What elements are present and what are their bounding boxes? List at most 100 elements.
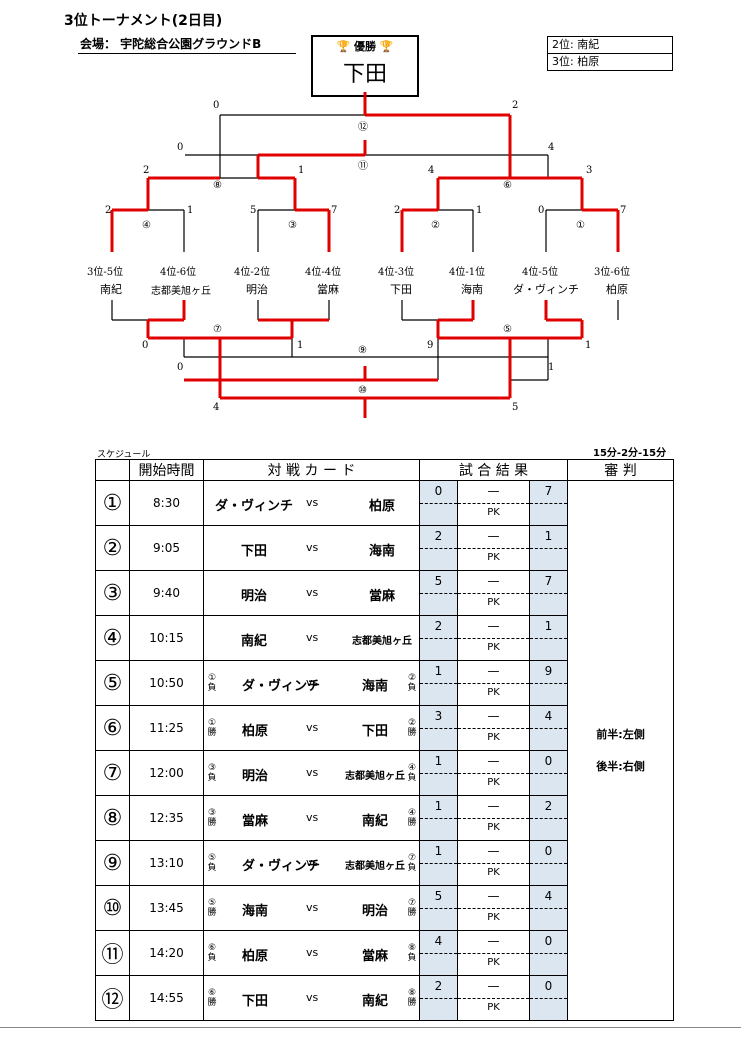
away-qualifier: ④負 [407,763,417,783]
away-team: 志都美旭ヶ丘 [345,771,405,782]
home-score: 2 [420,976,457,999]
vs-label: vs [306,721,319,734]
home-score-cell: 5 [419,885,458,931]
away-score-cell: 1 [529,525,568,571]
away-qualifier: ⑧勝 [407,988,417,1008]
home-team: ダ・ヴィンチ [214,499,293,514]
match-number: ② [95,525,130,571]
home-score-cell: 1 [419,750,458,796]
vs-label: vs [306,946,319,959]
score-m11-right: 4 [548,142,555,153]
away-score-cell: 0 [529,750,568,796]
away-qualifier: ⑦勝 [407,898,417,918]
pk-label: PK [487,552,500,563]
bracket-labels: 0 2 ⑫ 0 4 ⑪ 2 1 ⑧ 4 3 ⑥ 2 1 ④ 5 7 ③ 2 1 … [0,0,741,430]
home-qualifier: ⑤勝 [207,898,217,918]
match-mark-2: ② [431,220,440,231]
match-mark-11: ⑪ [358,161,368,172]
score-dash: — [458,661,529,684]
score-m12-left: 0 [213,100,220,111]
away-qualifier: ⑧負 [407,943,417,963]
away-score-cell: 9 [529,660,568,706]
header-result: 試 合 結 果 [419,459,568,481]
match-time: 14:20 [129,930,204,976]
team-5: 下田 [390,283,412,296]
score-separator-cell: —PK [457,795,530,841]
away-team: 海南 [368,544,395,559]
schedule-label: スケジュール [97,450,151,460]
home-team: 明治 [242,769,269,784]
score-m3-left: 5 [250,205,257,216]
pk-label: PK [487,957,500,968]
away-team: 下田 [361,724,388,739]
score-m6-left: 4 [428,165,435,176]
score-separator-cell: —PK [457,975,530,1021]
seed-7: 4位-5位 [522,267,559,278]
header-start: 開始時間 [129,459,204,481]
pk-label: PK [487,687,500,698]
match-time: 8:30 [129,480,204,526]
seed-5: 4位-3位 [378,267,415,278]
pk-label: PK [487,822,500,833]
vs-label: vs [306,496,319,509]
away-score-cell: 0 [529,975,568,1021]
venue-underline [78,53,296,54]
vs-label: vs [306,676,319,689]
score-m1-right: 7 [620,205,627,216]
away-score: 2 [530,796,567,819]
away-score: 7 [530,481,567,504]
match-mark-7: ⑦ [213,324,222,335]
score-m12-right: 2 [512,100,519,111]
away-team: 明治 [361,904,388,919]
score-m11-left: 0 [177,142,184,153]
away-score: 1 [530,526,567,549]
home-score-cell: 0 [419,480,458,526]
home-score: 4 [420,931,457,954]
away-team: 海南 [361,679,388,694]
score-separator-cell: —PK [457,480,530,526]
match-time: 14:55 [129,975,204,1021]
score-separator-cell: — PK [457,660,530,706]
home-score-cell: 3 [419,705,458,751]
score-m8-right: 1 [298,165,305,176]
score-m5-right: 1 [585,340,592,351]
match-number: ⑨ [95,840,130,886]
score-m5-left: 9 [427,340,434,351]
vs-label: vs [306,901,319,914]
vs-label: vs [306,631,319,644]
home-qualifier: ①勝 [207,718,217,738]
pk-label: PK [487,867,500,878]
match-mark-6: ⑥ [503,180,512,191]
vs-label: vs [306,856,319,869]
away-score-cell: 7 [529,570,568,616]
score-separator-cell: —PK [457,525,530,571]
home-team: ダ・ヴィンチ [242,859,321,874]
score-separator-cell: —PK [457,750,530,796]
home-score-cell: 2 [419,525,458,571]
match-number: ⑧ [95,795,130,841]
away-score: 0 [530,841,567,864]
score-m10-left: 4 [213,402,220,413]
away-qualifier: ②負 [407,673,417,693]
team-7: ダ・ヴィンチ [513,283,579,296]
score-separator-cell: —PK [457,615,530,661]
time-format-note: 15分-2分-15分 [593,448,667,459]
away-score-cell: 1 [529,615,568,661]
home-score-cell: 1 [419,795,458,841]
home-team: ダ・ヴィンチ [242,679,321,694]
home-team: 柏原 [242,949,269,964]
pk-label: PK [487,642,500,653]
home-team: 當麻 [242,814,269,829]
seed-6: 4位-1位 [449,267,486,278]
away-score-cell: 0 [529,840,568,886]
